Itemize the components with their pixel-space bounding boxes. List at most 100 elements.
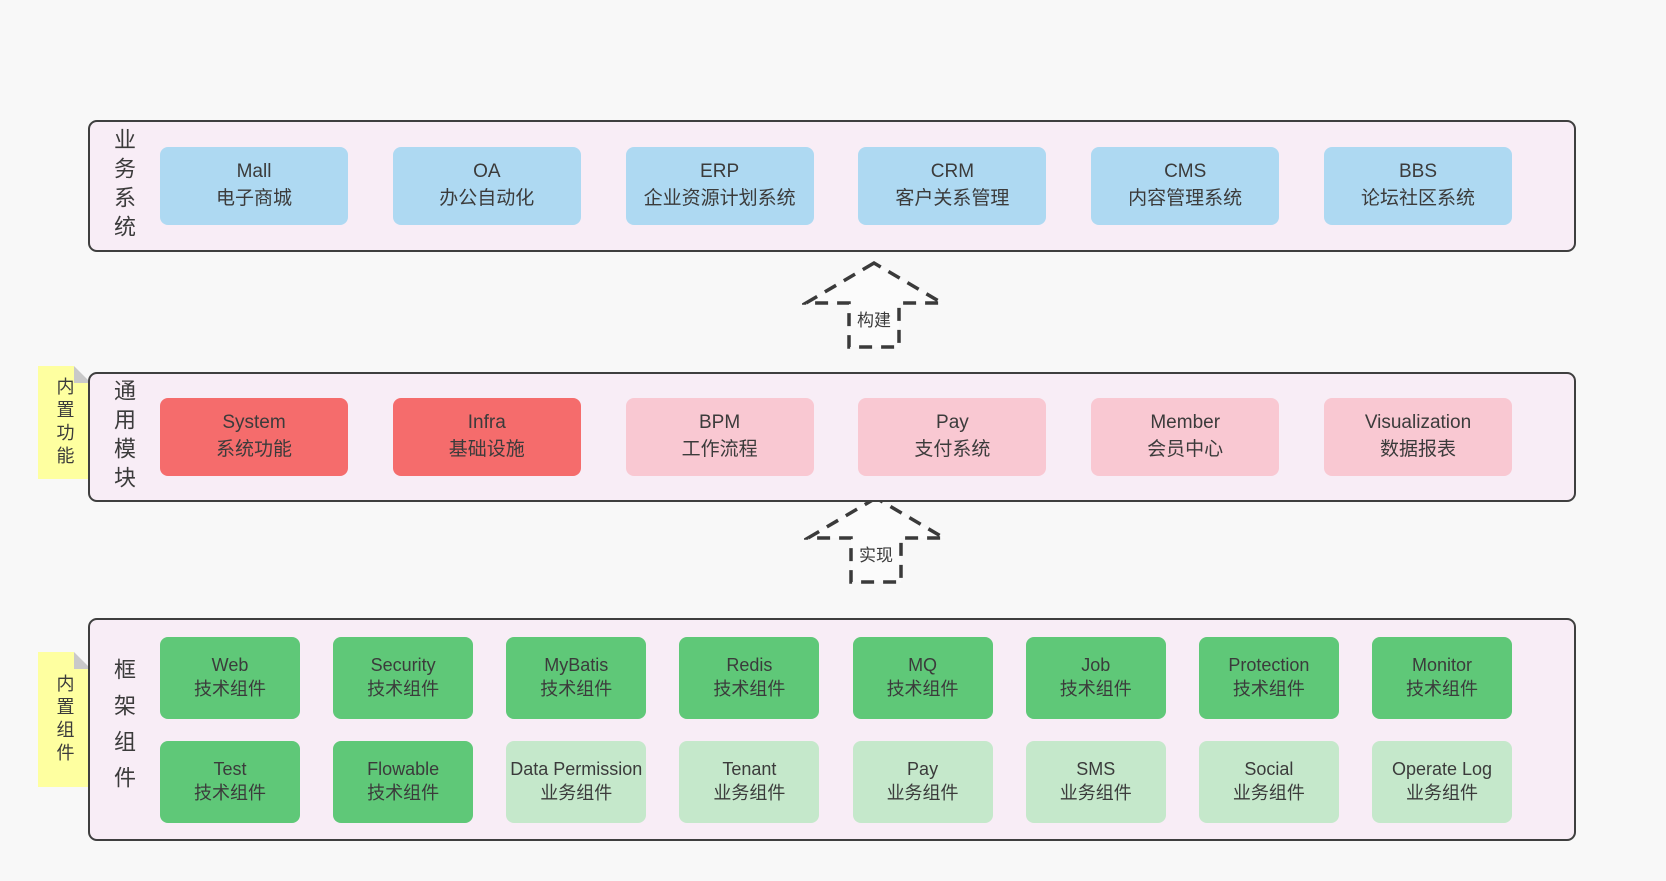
box-member-desc: 会员中心 [1147, 439, 1224, 460]
box-mybatis: MyBatis 技术组件 [506, 636, 647, 719]
box-protection-name: Protection [1228, 655, 1310, 676]
box-test: Test 技术组件 [160, 740, 300, 823]
business-systems-panel: 业务系统 Mall 电子商城 OA 办公自动化 ERP 企业资源计划系统 CRM… [88, 120, 1576, 252]
business-panel-side-label: 业务系统 [111, 128, 136, 244]
box-monitor-desc: 技术组件 [1405, 678, 1478, 699]
box-sms-name: SMS [1076, 759, 1116, 780]
box-oa-desc: 办公自动化 [439, 188, 535, 209]
box-web-desc: 技术组件 [194, 678, 266, 699]
box-bpm: BPM 工作流程 [625, 398, 814, 476]
box-pay-system-name: Pay [936, 412, 969, 434]
modules-panel-side-label: 通用模块 [111, 379, 136, 495]
implement-arrow: 实现 [804, 494, 948, 588]
box-erp-desc: 企业资源计划系统 [643, 188, 796, 209]
box-redis: Redis 技术组件 [679, 636, 820, 719]
box-oa-name: OA [473, 161, 501, 183]
box-operate-log: Operate Log 业务组件 [1371, 740, 1512, 823]
box-job: Job 技术组件 [1025, 636, 1166, 719]
box-bbs-name: BBS [1398, 161, 1437, 183]
box-pay-component-desc: 业务组件 [886, 782, 959, 803]
box-tenant-desc: 业务组件 [713, 782, 786, 803]
box-test-desc: 技术组件 [194, 782, 266, 803]
box-tenant-name: Tenant [722, 759, 777, 780]
box-operate-log-desc: 业务组件 [1405, 782, 1478, 803]
box-mall: Mall 电子商城 [160, 147, 348, 225]
box-erp: ERP 企业资源计划系统 [625, 147, 814, 225]
box-flowable-name: Flowable [367, 759, 440, 780]
box-social-desc: 业务组件 [1232, 782, 1305, 803]
box-web: Web 技术组件 [160, 636, 300, 719]
implement-arrow-label: 实现 [856, 541, 896, 566]
box-monitor: Monitor 技术组件 [1371, 636, 1512, 719]
box-redis-desc: 技术组件 [713, 678, 786, 699]
box-member-name: Member [1150, 412, 1221, 434]
box-crm-name: CRM [930, 161, 975, 183]
box-mall-name: Mall [236, 161, 272, 183]
box-tenant: Tenant 业务组件 [679, 740, 820, 823]
box-pay-component: Pay 业务组件 [852, 740, 993, 823]
builtin-features-note-text: 内置功能 [54, 376, 75, 469]
box-cms-name: CMS [1164, 161, 1207, 183]
box-social: Social 业务组件 [1198, 740, 1339, 823]
box-mybatis-desc: 技术组件 [540, 678, 613, 699]
common-modules-panel: 通用模块 System 系统功能 Infra 基础设施 BPM 工作流程 Pay… [88, 372, 1576, 502]
box-mall-desc: 电子商城 [215, 188, 292, 209]
box-sms-desc: 业务组件 [1059, 782, 1132, 803]
box-data-permission-name: Data Permission [510, 759, 643, 780]
box-pay-component-name: Pay [907, 759, 939, 780]
box-monitor-name: Monitor [1411, 655, 1472, 676]
box-pay-system-desc: 支付系统 [914, 439, 991, 460]
box-job-name: Job [1081, 655, 1111, 676]
builtin-features-note: 内置功能 [38, 366, 91, 479]
box-protection: Protection 技术组件 [1198, 636, 1339, 719]
box-flowable: Flowable 技术组件 [333, 740, 474, 823]
box-data-permission: Data Permission 业务组件 [506, 740, 647, 823]
box-visualization-name: Visualization [1364, 412, 1472, 434]
box-visualization: Visualization 数据报表 [1323, 398, 1512, 476]
box-cms: CMS 内容管理系统 [1091, 147, 1280, 225]
box-crm-desc: 客户关系管理 [895, 188, 1010, 209]
box-protection-desc: 技术组件 [1232, 678, 1305, 699]
box-security: Security 技术组件 [333, 636, 474, 719]
box-pay-system: Pay 支付系统 [858, 398, 1047, 476]
components-panel-side-label: 框架组件 [111, 657, 136, 802]
box-system: System 系统功能 [160, 398, 348, 476]
box-mq-name: MQ [908, 655, 938, 676]
build-arrow: 构建 [802, 259, 946, 353]
modules-box-row: System 系统功能 Infra 基础设施 BPM 工作流程 Pay 支付系统… [152, 374, 1574, 500]
box-job-desc: 技术组件 [1059, 678, 1132, 699]
box-mybatis-name: MyBatis [544, 655, 609, 676]
box-crm: CRM 客户关系管理 [858, 147, 1047, 225]
box-social-name: Social [1244, 759, 1294, 780]
box-system-name: System [222, 412, 286, 434]
box-security-name: Security [370, 655, 436, 676]
box-bbs-desc: 论坛社区系统 [1360, 188, 1475, 209]
box-bbs: BBS 论坛社区系统 [1323, 147, 1512, 225]
box-security-desc: 技术组件 [367, 678, 440, 699]
box-sms: SMS 业务组件 [1025, 740, 1166, 823]
business-box-row: Mall 电子商城 OA 办公自动化 ERP 企业资源计划系统 CRM 客户关系… [152, 122, 1574, 250]
box-cms-desc: 内容管理系统 [1128, 188, 1243, 209]
box-mq-desc: 技术组件 [886, 678, 959, 699]
components-grid: Web 技术组件 Security 技术组件 MyBatis 技术组件 Redi… [152, 620, 1574, 839]
up-arrow-icon [802, 260, 946, 349]
box-erp-name: ERP [700, 161, 740, 183]
box-test-name: Test [213, 759, 247, 780]
box-visualization-desc: 数据报表 [1379, 439, 1456, 460]
box-infra-name: Infra [467, 412, 506, 434]
build-arrow-label: 构建 [854, 306, 894, 331]
box-mq: MQ 技术组件 [852, 636, 993, 719]
box-bpm-name: BPM [699, 412, 741, 434]
builtin-components-note-text: 内置组件 [54, 673, 75, 766]
box-member: Member 会员中心 [1091, 398, 1280, 476]
builtin-components-note: 内置组件 [38, 652, 91, 787]
box-operate-log-name: Operate Log [1391, 759, 1493, 780]
box-oa: OA 办公自动化 [392, 147, 581, 225]
box-system-desc: 系统功能 [215, 439, 292, 460]
up-arrow-icon [804, 495, 948, 584]
box-web-name: Web [211, 655, 249, 676]
framework-components-panel: 框架组件 Web 技术组件 Security 技术组件 MyBatis 技术组件… [88, 618, 1576, 841]
box-infra: Infra 基础设施 [392, 398, 581, 476]
box-infra-desc: 基础设施 [448, 439, 525, 460]
box-data-permission-desc: 业务组件 [540, 782, 613, 803]
